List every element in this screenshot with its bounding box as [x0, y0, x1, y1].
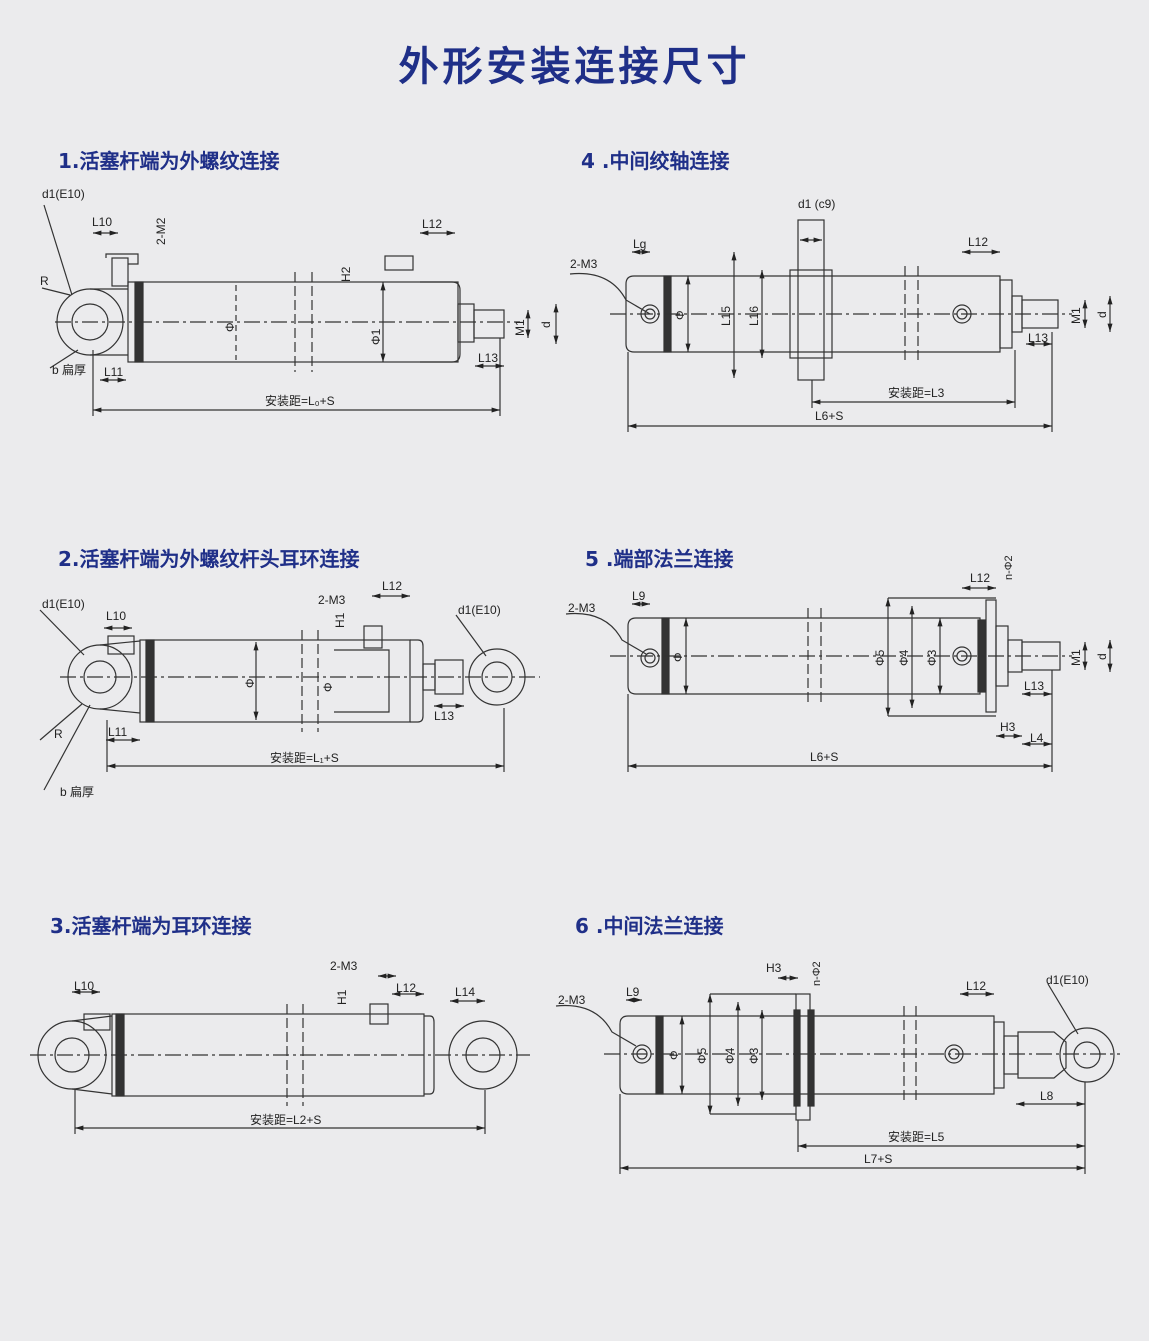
- diagram-5: [565, 585, 1113, 772]
- l12-label-5: L12: [970, 571, 990, 585]
- page-title: 外形安装连接尺寸: [398, 44, 751, 90]
- mount-l5-label: 安装距=L5: [888, 1129, 945, 1144]
- diagram-6: [555, 975, 1120, 1174]
- 2m2-label: 2-M2: [154, 217, 168, 245]
- phi-label-6: Φ: [667, 1050, 681, 1060]
- l4-label: L4: [1030, 731, 1044, 745]
- section-1-title: 1.活塞杆端为外螺纹连接: [58, 149, 280, 173]
- l6s-label-4: L6+S: [815, 409, 843, 423]
- cylinder-body-4: [625, 275, 1001, 353]
- d1-label-2: d1(E10): [42, 597, 85, 611]
- phi-label-2: Φ: [243, 678, 257, 688]
- l8-label: L8: [1040, 1089, 1054, 1103]
- b-label-1: b 扁厚: [52, 363, 86, 377]
- d-label-5: d: [1095, 653, 1109, 660]
- h3-label-5: H3: [1000, 720, 1016, 734]
- l12-label-6: L12: [966, 979, 986, 993]
- b-label-2: b 扁厚: [60, 785, 94, 799]
- cylinder-body-6: [619, 1015, 995, 1095]
- l13-label-5: L13: [1024, 679, 1044, 693]
- section-3-title: 3.活塞杆端为耳环连接: [50, 914, 252, 938]
- l15-label: L15: [719, 306, 733, 326]
- phi5-label-6: Φ5: [695, 1047, 709, 1064]
- d1-c9-label: d1 (c9): [798, 197, 835, 211]
- phi-label-4: Φ: [673, 310, 687, 320]
- l13-label-4: L13: [1028, 331, 1048, 345]
- l12-label-2: L12: [382, 579, 402, 593]
- cylinder-body-2: [139, 639, 411, 723]
- section-6-title: 6 .中间法兰连接: [575, 914, 724, 938]
- phi5-label-5: Φ5: [873, 649, 887, 666]
- l6s-label-5: L6+S: [810, 750, 838, 764]
- 2m3-label-5: 2-M3: [568, 601, 596, 615]
- mount-l3-label: 安装距=L3: [888, 385, 945, 400]
- lg-label: Lg: [633, 237, 646, 251]
- l9-label-5: L9: [632, 589, 646, 603]
- phi-label-1: Φ: [223, 322, 237, 332]
- phi2-label-5: n-Φ2: [1003, 555, 1015, 580]
- m1-label-5: M1: [1069, 649, 1083, 666]
- section-5-title: 5 .端部法兰连接: [585, 547, 734, 571]
- l11-label-2: L11: [108, 725, 127, 739]
- l13-label-2: L13: [434, 709, 454, 723]
- phi1-label: Φ1: [369, 328, 383, 345]
- section-2-title: 2.活塞杆端为外螺纹杆头耳环连接: [58, 547, 360, 571]
- h2-label: H2: [339, 266, 353, 282]
- mount-l1-label: 安装距=L₁+S: [270, 750, 339, 765]
- phi3-label-5: Φ3: [925, 649, 939, 666]
- trunnion: [797, 219, 825, 381]
- phi3-label-6: Φ3: [747, 1047, 761, 1064]
- l7s-label: L7+S: [864, 1152, 892, 1166]
- phi4-label-5: Φ4: [897, 649, 911, 666]
- rod-eye-6: [1059, 1027, 1115, 1083]
- l12-label-1: L12: [422, 217, 442, 231]
- phi4-label-6: Φ4: [723, 1047, 737, 1064]
- r-label-1: R: [40, 274, 49, 288]
- 2m3-label-6: 2-M3: [558, 993, 586, 1007]
- r-label-2: R: [54, 727, 63, 741]
- d-label-1: d: [539, 321, 553, 328]
- diagram-3: [30, 973, 530, 1134]
- mount-l2-label: 安装距=L2+S: [250, 1112, 321, 1127]
- diagram-1: [41, 204, 559, 416]
- section-4-title: 4 .中间绞轴连接: [581, 149, 730, 173]
- l10-label-2: L10: [106, 609, 126, 623]
- phi-label-5: Φ: [671, 652, 685, 662]
- d1-label-2r: d1(E10): [458, 603, 501, 617]
- l11-label-1: L11: [104, 365, 123, 379]
- h1-label-2: H1: [333, 612, 347, 628]
- h3-label-6: H3: [766, 961, 782, 975]
- diagram-2: [39, 593, 540, 791]
- phi2-label-6: n-Φ2: [811, 961, 823, 986]
- l16-label: L16: [747, 306, 761, 326]
- d1-label-6: d1(E10): [1046, 973, 1089, 987]
- l13-label-1: L13: [478, 351, 498, 365]
- l12-label-4: L12: [968, 235, 988, 249]
- l10-label-1: L10: [92, 215, 112, 229]
- l10-label-3: L10: [74, 979, 94, 993]
- l9-label-6: L9: [626, 985, 640, 999]
- cylinder-body-5: [627, 617, 981, 695]
- 2m3-label-4: 2-M3: [570, 257, 598, 271]
- h1-label-3: H1: [335, 989, 349, 1005]
- mount-l0-label: 安装距=L₀+S: [265, 393, 335, 408]
- 2m3-label-2: 2-M3: [318, 593, 346, 607]
- d1-label-1: d1(E10): [42, 187, 85, 201]
- 2m3-label-3: 2-M3: [330, 959, 358, 973]
- l14-label-3: L14: [455, 985, 475, 999]
- l12-label-3: L12: [396, 981, 416, 995]
- m1-label-4: M1: [1069, 307, 1083, 324]
- phi1-label-2: Φ: [321, 682, 335, 692]
- d-label-4: d: [1095, 311, 1109, 318]
- diagram-4: [569, 219, 1113, 432]
- m1-label-1: M1: [513, 319, 527, 336]
